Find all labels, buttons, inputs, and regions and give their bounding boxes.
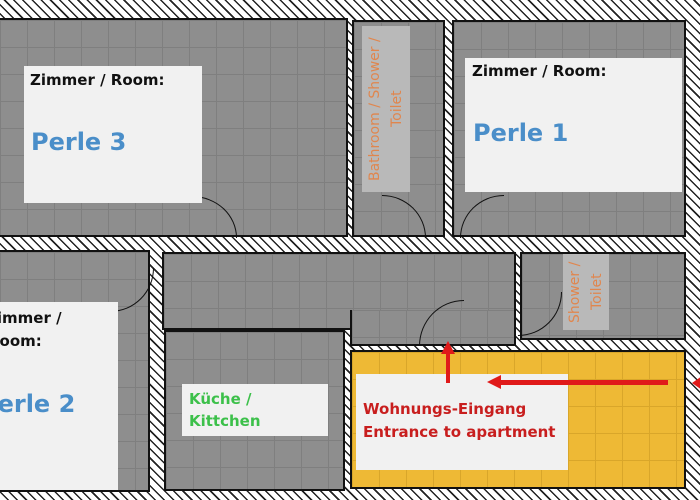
hallway [162,252,516,330]
room-heading: Zimmer / Room: [472,62,607,80]
label-perle-2: Zimmer / Room: Perle 2 [0,302,118,490]
arrow-up-head [441,341,455,354]
label-shower: Shower / Toilet [563,254,609,330]
room-heading-line1: Zimmer / [0,309,62,327]
label-entrance: Wohnungs-Eingang Entrance to apartment [356,374,568,470]
arrow-left-shaft [500,380,668,385]
room-name: Perle 1 [473,119,569,147]
label-line1: Bathroom / Shower / [367,37,383,181]
arrow-left-head [487,375,501,389]
room-heading: Zimmer / Room: [30,71,165,89]
label-line2: Entrance to apartment [363,423,556,441]
label-perle-3: Zimmer / Room: Perle 3 [24,66,202,203]
label-perle-1: Zimmer / Room: Perle 1 [465,58,682,192]
label-line2: Toilet [389,90,405,128]
label-line2: Kittchen [189,412,261,430]
label-line1: Wohnungs-Eingang [363,400,527,418]
arrow-edge-head [692,376,700,390]
label-line2: Toilet [589,273,605,311]
hallway-extension [350,310,516,346]
room-name: Perle 3 [31,128,127,156]
label-line1: Shower / [567,261,583,323]
room-heading-line2: Room: [0,332,42,350]
label-line1: Küche / [189,390,252,408]
label-bathroom: Bathroom / Shower / Toilet [362,26,410,192]
arrow-up-shaft [446,352,450,383]
room-name: Perle 2 [0,390,76,418]
label-kitchen: Küche / Kittchen [182,384,328,436]
